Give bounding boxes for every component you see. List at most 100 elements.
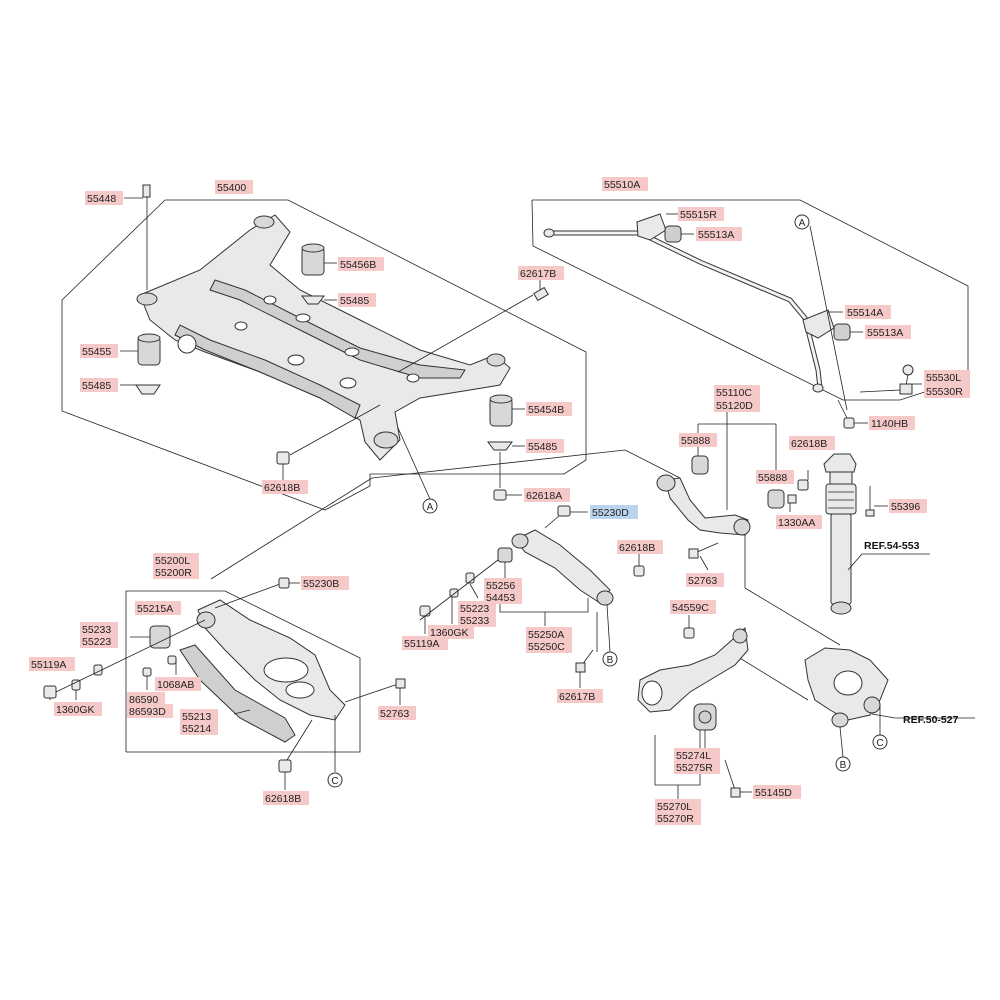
nut-1330AA	[787, 494, 797, 504]
part-label-55256[interactable]: 55256	[484, 578, 522, 592]
svg-text:55233: 55233	[460, 615, 489, 627]
part-label-55456B[interactable]: 55456B	[338, 257, 384, 271]
part-label-55454B[interactable]: 55454B	[526, 402, 572, 416]
svg-text:1330AA: 1330AA	[778, 517, 815, 529]
svg-text:86590: 86590	[129, 694, 158, 706]
washers-55223	[419, 572, 475, 617]
part-label-54559C[interactable]: 54559C	[670, 600, 716, 614]
part-label-1330AA[interactable]: 1330AA	[776, 515, 822, 529]
part-label-62618B-upper[interactable]: 62618B	[789, 436, 835, 450]
part-label-1068AB[interactable]: 1068AB	[155, 677, 201, 691]
part-label-55215A[interactable]: 55215A	[135, 601, 181, 615]
svg-text:55514A: 55514A	[847, 307, 883, 319]
part-label-55448[interactable]: 55448	[85, 191, 123, 205]
ref-label-50-527[interactable]: REF.50-527	[903, 714, 959, 726]
svg-text:B: B	[840, 760, 847, 771]
part-label-62618B-subframe[interactable]: 62618B	[262, 480, 308, 494]
svg-text:B: B	[607, 655, 614, 666]
rear-knuckle	[804, 647, 889, 728]
svg-text:55530R: 55530R	[926, 386, 963, 398]
part-label-55250C[interactable]: 55250C	[526, 639, 572, 653]
part-label-55230B[interactable]: 55230B	[301, 576, 349, 590]
part-label-55888-left[interactable]: 55888	[679, 433, 717, 447]
part-label-55145D[interactable]: 55145D	[753, 785, 801, 799]
part-label-55513A-right[interactable]: 55513A	[865, 325, 911, 339]
part-label-62617B-subframe[interactable]: 62617B	[518, 266, 564, 280]
svg-text:55270R: 55270R	[657, 813, 694, 825]
part-label-55270R[interactable]: 55270R	[655, 811, 701, 825]
nut-54559C	[683, 627, 695, 639]
part-label-55119A-link[interactable]: 55119A	[402, 636, 448, 650]
svg-text:C: C	[331, 776, 338, 787]
part-label-62618B-trailing[interactable]: 62618B	[263, 791, 309, 805]
bushing-55888-right	[767, 489, 785, 509]
part-label-55233-trailing[interactable]: 55233	[80, 622, 118, 636]
part-label-52763-trailing[interactable]: 52763	[378, 706, 416, 720]
part-label-55120D[interactable]: 55120D	[714, 398, 760, 412]
part-label-55274L[interactable]: 55274L	[674, 748, 720, 762]
bushing-55513A-right	[833, 323, 851, 341]
part-label-55514A[interactable]: 55514A	[845, 305, 891, 319]
part-label-55485-right[interactable]: 55485	[526, 439, 564, 453]
part-label-55396[interactable]: 55396	[889, 499, 927, 513]
part-label-55513A-left[interactable]: 55513A	[696, 227, 742, 241]
bolt-55448	[142, 184, 151, 290]
part-label-55223-link[interactable]: 55223	[458, 601, 496, 615]
svg-text:62618B: 62618B	[265, 793, 301, 805]
svg-text:62617B: 62617B	[559, 691, 595, 703]
part-label-52763-upper[interactable]: 52763	[686, 573, 724, 587]
bushing-55888-left	[691, 455, 709, 475]
washer-55485-top	[301, 295, 325, 305]
part-label-55200L[interactable]: 55200L	[153, 553, 199, 567]
svg-text:55223: 55223	[460, 603, 489, 615]
part-label-55275R[interactable]: 55275R	[674, 760, 720, 774]
nut-62618B-upper	[797, 479, 809, 491]
part-label-86593D[interactable]: 86593D	[127, 704, 173, 718]
circle-marker-a-top: A	[794, 214, 810, 230]
part-label-55400[interactable]: 55400	[215, 180, 253, 194]
circle-marker-c-trailing: C	[327, 772, 343, 788]
part-label-55270L[interactable]: 55270L	[655, 799, 701, 813]
part-label-55214[interactable]: 55214	[180, 721, 218, 735]
part-label-55250A[interactable]: 55250A	[526, 627, 572, 641]
part-label-62618B-link[interactable]: 62618B	[617, 540, 663, 554]
svg-text:1140HB: 1140HB	[871, 418, 908, 430]
part-label-55200R[interactable]: 55200R	[153, 565, 199, 579]
svg-text:55119A: 55119A	[404, 638, 439, 650]
bolt-55230B	[214, 577, 290, 609]
svg-text:52763: 52763	[688, 575, 717, 587]
part-label-55485-left[interactable]: 55485	[80, 378, 118, 392]
part-label-55455[interactable]: 55455	[80, 344, 118, 358]
part-label-1360GK-trailing[interactable]: 1360GK	[54, 702, 102, 716]
svg-text:55510A: 55510A	[604, 179, 640, 191]
part-label-55223-trailing[interactable]: 55223	[80, 634, 118, 648]
svg-text:55270L: 55270L	[657, 801, 692, 813]
part-label-55888-right[interactable]: 55888	[756, 470, 794, 484]
svg-text:55888: 55888	[681, 435, 710, 447]
part-label-55233-link[interactable]: 55233	[458, 613, 496, 627]
part-label-55485-top[interactable]: 55485	[338, 293, 376, 307]
svg-text:62618B: 62618B	[791, 438, 827, 450]
part-label-55119A-trailing[interactable]: 55119A	[29, 657, 75, 671]
part-label-86590[interactable]: 86590	[127, 692, 165, 706]
svg-text:55110C: 55110C	[716, 387, 752, 399]
svg-text:55455: 55455	[82, 346, 111, 358]
part-label-55530L[interactable]: 55530L	[924, 370, 970, 384]
nut-55119A-trailing	[43, 685, 57, 699]
part-label-62617B-link[interactable]: 62617B	[557, 689, 603, 703]
ref-label-54-553[interactable]: REF.54-553	[864, 540, 920, 552]
part-label-62618A[interactable]: 62618A	[524, 488, 570, 502]
svg-text:55200R: 55200R	[155, 567, 192, 579]
svg-text:55230D: 55230D	[592, 507, 629, 519]
nut-62618A	[493, 489, 507, 501]
bolt-52763-upper	[688, 542, 719, 559]
part-label-1140HB[interactable]: 1140HB	[869, 416, 915, 430]
svg-text:55145D: 55145D	[755, 787, 792, 799]
part-label-55213[interactable]: 55213	[180, 709, 218, 723]
part-label-55230D-selected[interactable]: 55230D	[590, 505, 638, 519]
part-label-55510A[interactable]: 55510A	[602, 177, 648, 191]
svg-text:55513A: 55513A	[867, 327, 903, 339]
part-label-55530R[interactable]: 55530R	[924, 384, 970, 398]
part-label-55110C[interactable]: 55110C	[714, 385, 760, 399]
part-label-55515R[interactable]: 55515R	[678, 207, 724, 221]
